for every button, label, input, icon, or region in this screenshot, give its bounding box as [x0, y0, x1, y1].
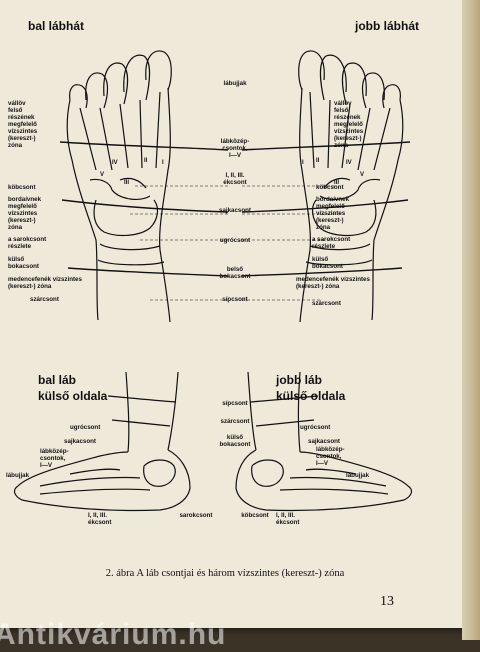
header-left: bal lábhát — [28, 19, 85, 33]
label-left-bordaiv: bordaívnek megfelelő vízszintes (kereszt… — [8, 196, 42, 231]
left-lateral-leg — [125, 371, 179, 453]
label-b-left-ekcsont: I, II, III. ékcsont — [88, 512, 112, 526]
roman-iii-right: III — [334, 180, 340, 186]
label-b-left-labujjak: lábujjak — [6, 472, 30, 479]
right-lateral-foot — [235, 449, 413, 512]
label-b-right-sajka: sajkacsont — [308, 438, 340, 445]
foot-diagram — [13, 50, 413, 512]
label-left-sarok: a sarokcsont részlete — [8, 236, 47, 250]
label-b-right-ugro: ugrócsont — [300, 424, 331, 431]
label-b-right-labujjak: lábujjak — [346, 472, 370, 479]
label-b-left-ugro: ugrócsont — [70, 424, 101, 431]
label-right-valloev: vállöv felső részének megfelelő vízszint… — [334, 100, 364, 149]
label-right-kulso-boka: külső bokacsont — [312, 256, 343, 270]
left-toe-3 — [103, 62, 129, 105]
left-lateral-foot — [13, 449, 191, 512]
roman-iv-left: IV — [112, 160, 118, 166]
label-right-szarcsont: szárcsont — [312, 300, 341, 307]
header-right: jobb lábhát — [355, 19, 419, 33]
left-toe-big — [145, 50, 172, 91]
roman-v-left: V — [100, 172, 105, 178]
label-labkozepcsontok: lábközép- csontok, I—V — [220, 138, 250, 159]
bottom-header-left: bal láb külső oldala — [38, 373, 108, 403]
label-b-kulso-boka: külső bokacsont — [219, 434, 251, 448]
label-belso-bokacsont: belső bokacsont — [219, 266, 251, 280]
label-right-kobcsont: köbcsont — [316, 184, 344, 191]
label-labujjak: lábujjak — [223, 80, 247, 87]
roman-iii-left: III — [124, 180, 130, 186]
label-b-sarokcsont: sarokcsont — [179, 512, 213, 519]
bottom-header-right: jobb láb külső oldala — [276, 373, 346, 403]
left-toe-2 — [123, 54, 151, 101]
right-lateral-leg — [247, 371, 301, 453]
label-sipcsont: sípcsont — [222, 296, 248, 303]
watermark: Antikvárium.hu — [0, 618, 227, 651]
label-b-left-labkozep: lábközép- csontok, I—V — [40, 448, 69, 469]
roman-iv-right: IV — [346, 160, 352, 166]
left-toe-small — [69, 84, 88, 109]
label-left-szarcsont: szárcsont — [30, 296, 59, 303]
label-right-medence: medencefenék vízszintes (kereszt-) zóna — [296, 276, 370, 290]
roman-ii-right: II — [316, 158, 320, 164]
roman-i-left: I — [162, 160, 164, 166]
right-foot-outline — [371, 99, 404, 321]
label-right-bordaiv: bordaívnek megfelelő vízszintes (kereszt… — [316, 196, 350, 231]
roman-i-right: I — [302, 160, 304, 166]
label-right-sarok: a sarokcsont részlete — [312, 236, 351, 250]
book-page: bal lábhát jobb lábhát lábujjak lábközép… — [0, 0, 470, 628]
label-b-kobcsont: köbcsont — [241, 512, 269, 519]
figure-caption: 2. ábra A láb csontjai és három vízszint… — [105, 568, 345, 579]
label-b-sipcsont: sípcsont — [222, 400, 248, 407]
label-ugrocsont: ugrócsont — [219, 237, 251, 244]
label-b-left-sajka: sajkacsont — [64, 438, 96, 445]
left-foot-outline — [66, 99, 99, 321]
book-spine-edge — [462, 0, 480, 640]
label-left-valloev: vállöv felső részének megfelelő vízszint… — [8, 100, 38, 149]
roman-ii-left: II — [144, 158, 148, 164]
label-ekcsont: I, II, III. ékcsont — [223, 172, 247, 186]
label-sajkacsont: sajkacsont — [219, 207, 251, 214]
label-b-right-labkozep: lábközép- csontok, I—V — [316, 446, 345, 467]
label-left-kulso-boka: külső bokacsont — [8, 256, 39, 270]
label-b-right-ekcsont: I, II, III. ékcsont — [276, 512, 300, 526]
page-number: 13 — [380, 594, 394, 609]
label-b-szarcsont: szárcsont — [220, 418, 250, 425]
left-toe-4 — [85, 72, 109, 109]
roman-v-right: V — [360, 172, 365, 178]
label-left-kobcsont: köbcsont — [8, 184, 36, 191]
label-left-medence: medencefenék vízszintes (kereszt-) zóna — [8, 276, 82, 290]
